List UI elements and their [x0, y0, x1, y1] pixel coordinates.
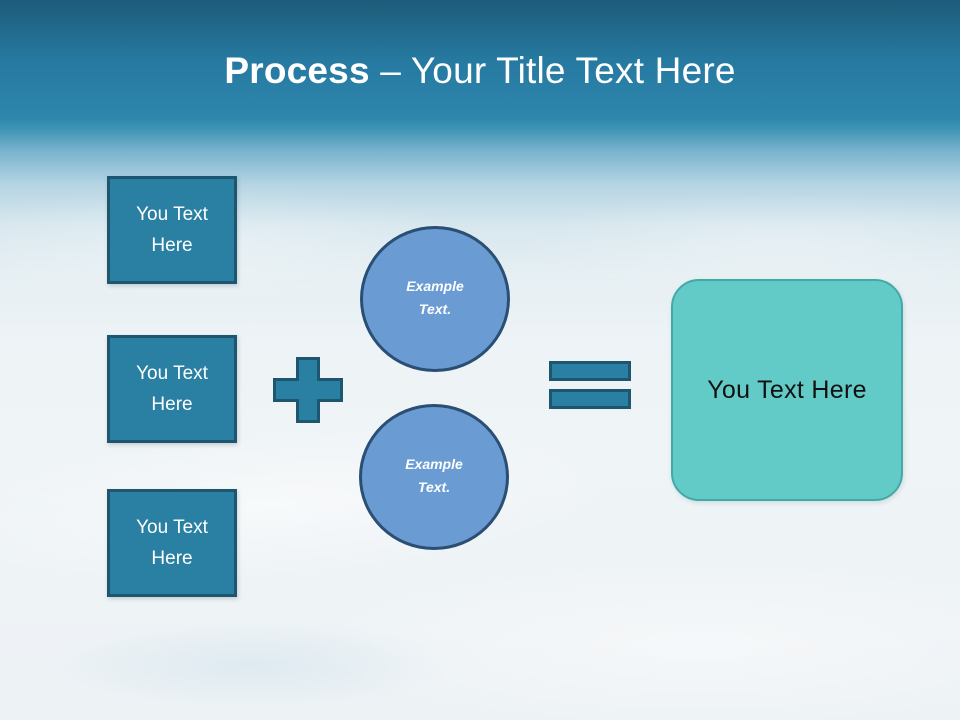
input-box-2-label-line2: Here [151, 394, 193, 415]
example-circle-2[interactable]: Example Text. [359, 404, 509, 550]
input-box-1[interactable]: You Text Here [107, 176, 237, 284]
input-box-2[interactable]: You Text Here [107, 335, 237, 443]
input-box-3[interactable]: You Text Here [107, 489, 237, 597]
result-box[interactable]: You Text Here [671, 279, 903, 501]
example-circle-1[interactable]: Example Text. [360, 226, 510, 372]
title-strong-part: Process [224, 50, 370, 91]
input-box-1-label-line1: You Text [136, 204, 208, 225]
equals-top-bar [549, 361, 631, 381]
example-circle-1-label-line2: Text. [418, 301, 452, 317]
plus-icon [273, 357, 343, 423]
title-separator: – [369, 50, 411, 91]
equals-bottom-bar [549, 389, 631, 409]
plus-center-fill [299, 381, 317, 399]
title-rest-part: Your Title Text Here [410, 50, 736, 91]
example-circle-2-label-line2: Text. [417, 479, 451, 495]
result-box-label: You Text Here [707, 375, 867, 404]
input-box-3-label-line2: Here [151, 548, 193, 569]
input-box-3-label-line1: You Text [136, 517, 208, 538]
example-circle-2-label-line1: Example [405, 456, 463, 472]
input-box-2-label-line1: You Text [136, 363, 208, 384]
slide-title: Process – Your Title Text Here [0, 48, 960, 94]
example-circle-1-label-line1: Example [406, 278, 464, 294]
equals-icon [549, 361, 631, 409]
input-box-1-label-line2: Here [151, 235, 193, 256]
cloud-wisp-bottom-left [40, 620, 460, 710]
